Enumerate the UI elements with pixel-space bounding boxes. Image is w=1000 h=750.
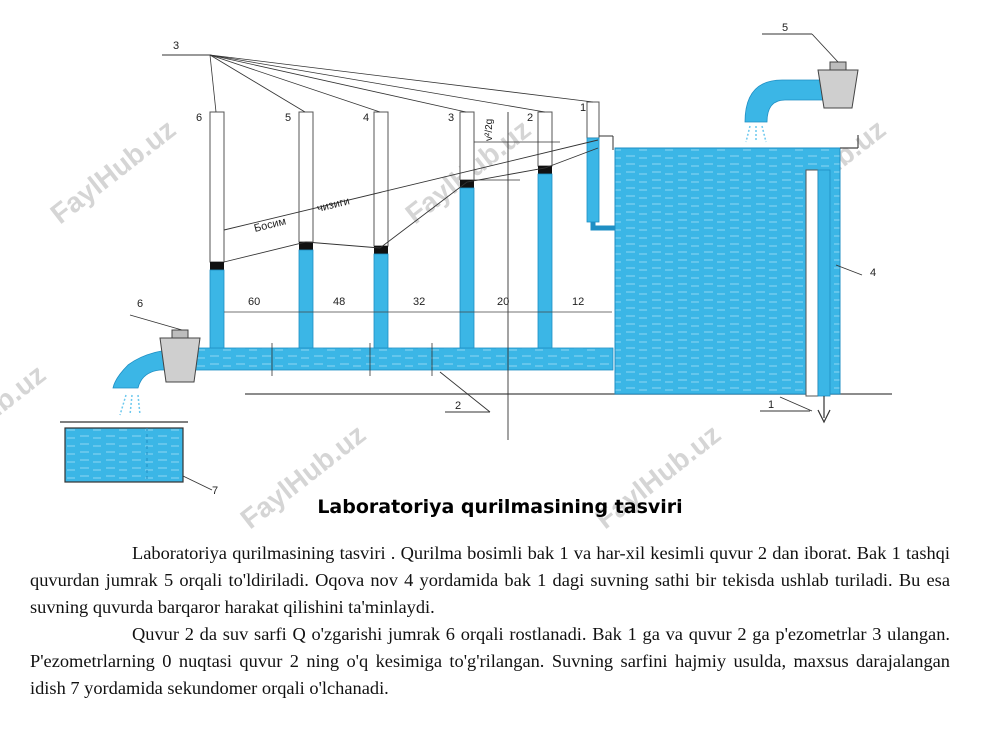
measuring-vessel-7: 7 <box>60 421 218 497</box>
piezometer-callout: 3 <box>162 40 594 113</box>
valve-6: 6 <box>119 298 201 416</box>
laboratory-setup-diagram: FaylHub.uz FaylHub.uz FaylHub.uz FaylHub… <box>0 22 892 535</box>
pressure-tank-1 <box>614 135 859 395</box>
svg-text:FaylHub.uz: FaylHub.uz <box>0 358 51 474</box>
svg-text:4: 4 <box>363 112 369 124</box>
svg-text:2: 2 <box>527 112 533 124</box>
svg-text:1: 1 <box>580 102 586 114</box>
pipe-2 <box>112 343 614 389</box>
figure-caption: Laboratoriya qurilmasining tasviri <box>317 496 683 518</box>
description-text: Laboratoriya qurilmasining tasviri . Qur… <box>30 540 950 702</box>
svg-text:2: 2 <box>455 400 461 412</box>
svg-text:6: 6 <box>196 112 202 124</box>
distance-markers: 60 48 32 20 12 <box>224 296 612 313</box>
svg-text:12: 12 <box>572 296 584 308</box>
svg-text:3: 3 <box>448 112 454 124</box>
svg-text:FaylHub.uz: FaylHub.uz <box>45 113 182 229</box>
svg-text:1: 1 <box>768 399 774 411</box>
svg-text:7: 7 <box>212 485 218 497</box>
svg-text:48: 48 <box>333 296 345 308</box>
svg-text:3: 3 <box>173 40 179 52</box>
svg-text:Босим: Босим <box>253 215 287 235</box>
svg-text:60: 60 <box>248 296 260 308</box>
paragraph-1: Laboratoriya qurilmasining tasviri . Qur… <box>30 543 950 617</box>
svg-text:32: 32 <box>413 296 425 308</box>
svg-text:v²/2g: v²/2g <box>484 119 495 141</box>
valve-5-supply: 5 <box>744 22 859 143</box>
overflow-channel-4: 4 <box>805 169 876 424</box>
svg-text:чизиги: чизиги <box>316 195 351 215</box>
piezometer-tubes <box>209 101 618 349</box>
svg-text:5: 5 <box>285 112 291 124</box>
svg-text:20: 20 <box>497 296 509 308</box>
svg-text:5: 5 <box>782 22 788 34</box>
svg-text:4: 4 <box>870 267 876 279</box>
paragraph-2: Quvur 2 da suv sarfi Q o'zgarishi jumrak… <box>30 624 950 698</box>
svg-text:6: 6 <box>137 298 143 310</box>
